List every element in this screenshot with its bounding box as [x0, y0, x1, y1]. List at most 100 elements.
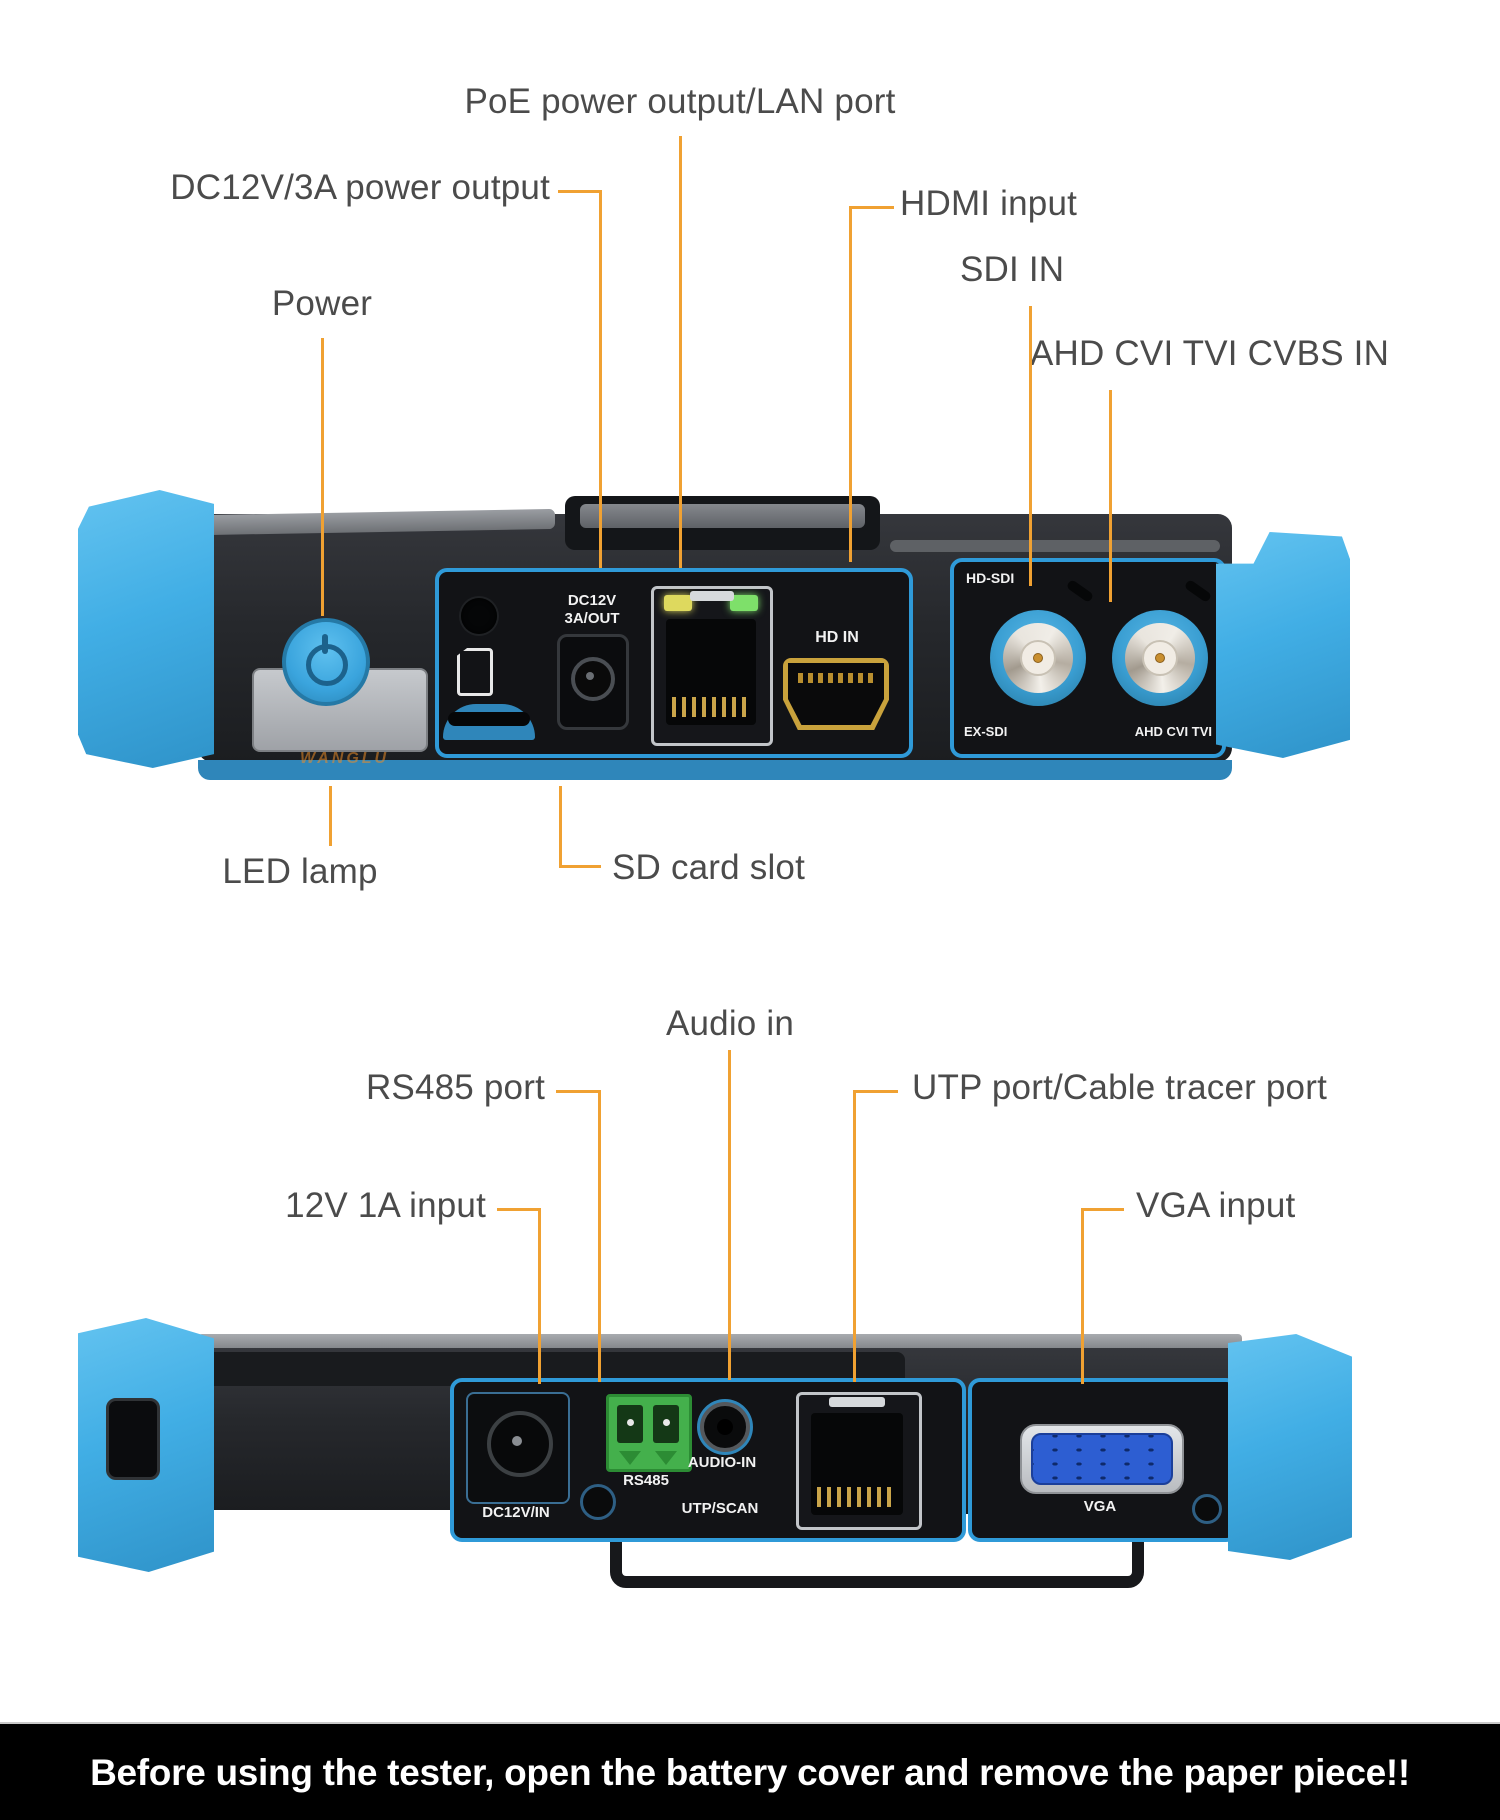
bottom-port-panel-right: VGA: [968, 1378, 1238, 1542]
bottom-device-left-bumper: [78, 1318, 214, 1572]
callout-vga: VGA input: [1136, 1186, 1296, 1225]
rs485-port-label: RS485: [623, 1472, 669, 1489]
leader-line-vga: [1081, 1208, 1084, 1384]
hdmi-pins: [798, 673, 874, 683]
leader-tick-rs485: [556, 1090, 600, 1093]
dc-in-jack-pin: [512, 1436, 522, 1446]
dc-out-label-line1: DC12V: [567, 592, 617, 609]
bottom-device-top-face: [198, 1334, 1242, 1350]
leader-line-rs485: [598, 1090, 601, 1382]
utp-latch-tab: [829, 1397, 885, 1407]
callout-power: Power: [271, 284, 373, 323]
audio-in-port-label: AUDIO-IN: [687, 1454, 757, 1471]
hdmi-in-label: HD IN: [815, 629, 859, 646]
ahd-cvi-tvi-label: AHD CVI TVI: [1134, 724, 1212, 739]
leader-tick-hdmi: [850, 206, 894, 209]
callout-poe: PoE power output/LAN port: [464, 82, 896, 121]
dc-out-jack-ring: [571, 657, 615, 701]
vga-port-label: VGA: [1083, 1498, 1117, 1515]
dc-in-port-label: DC12V/IN: [482, 1504, 550, 1521]
dc-out-jack-pin: [586, 672, 594, 680]
rs485-pin-1: [627, 1419, 634, 1426]
dc-out-label: DC12V 3A/OUT: [545, 592, 639, 628]
bottom-device-right-bumper: [1228, 1334, 1352, 1560]
top-port-panel-right: HD-SDI EX-SDI AHD CVI TVI: [950, 558, 1226, 758]
bumper-slot: [106, 1398, 160, 1480]
sd-card-slot: [443, 704, 535, 740]
callout-hdmi: HDMI input: [900, 184, 1078, 223]
leader-tick-12v-input: [497, 1208, 541, 1211]
hdmi-port-opening: [788, 663, 884, 725]
leader-line-sd-slot: [559, 786, 562, 868]
leader-line-dc-output: [599, 190, 602, 568]
top-device-right-bumper: [1216, 532, 1350, 758]
top-device-top-edge-right: [890, 540, 1220, 552]
rs485-hole-1: [617, 1405, 643, 1443]
screw-hole-left: [580, 1484, 616, 1520]
leader-tick-vga: [1082, 1208, 1124, 1211]
leader-tick-sd-slot: [559, 865, 601, 868]
reset-hole: [461, 598, 497, 634]
brand-print: WANGLU: [300, 750, 390, 767]
power-icon-bar: [322, 634, 328, 654]
rs485-hole-2: [653, 1405, 679, 1443]
dc-in-jack: [487, 1411, 553, 1477]
leader-line-sdi: [1029, 306, 1032, 586]
bnc-ahd-connector: [1112, 610, 1208, 706]
callout-audio: Audio in: [665, 1004, 795, 1043]
vga-port: [1020, 1424, 1184, 1494]
utp-scan-port-label: UTP/SCAN: [681, 1500, 759, 1517]
leader-line-led-lamp: [329, 786, 332, 846]
bottom-port-panel-left: DC12V/IN RS485 AUDIO-IN UTP/SCAN: [450, 1378, 966, 1542]
utp-pins: [817, 1487, 897, 1507]
ex-sdi-label: EX-SDI: [964, 724, 1008, 739]
sd-card-slit: [448, 712, 530, 726]
lan-led-yellow: [664, 595, 692, 611]
callout-sdi: SDI IN: [960, 250, 1065, 289]
leader-tick-dc-output: [558, 190, 602, 193]
power-button: [282, 618, 370, 706]
bnc-sdi-pin: [1033, 653, 1043, 663]
audio-in-jack: [700, 1402, 750, 1452]
top-port-panel-left: DC12V 3A/OUT HD IN: [435, 568, 913, 758]
lan-pins: [672, 697, 750, 717]
utp-jack-opening: [811, 1413, 903, 1515]
top-device-handle-face: [580, 504, 865, 528]
rs485-pin-2: [663, 1419, 670, 1426]
vent-slot-2: [1183, 578, 1213, 604]
hdmi-port: [783, 658, 889, 730]
bnc-sdi-connector: [990, 610, 1086, 706]
dc-out-label-line2: 3A/OUT: [564, 610, 620, 627]
warning-banner: Before using the tester, open the batter…: [0, 1722, 1500, 1820]
rs485-screw-1: [619, 1451, 641, 1465]
callout-dc-output: DC12V/3A power output: [170, 168, 550, 207]
leader-line-ahd: [1109, 390, 1112, 602]
audio-in-hole: [717, 1419, 733, 1435]
callout-ahd: AHD CVI TVI CVBS IN: [1030, 334, 1390, 373]
dc-in-frame: [466, 1392, 570, 1504]
vga-pin-field: [1031, 1433, 1173, 1485]
lan-led-green: [730, 595, 758, 611]
sd-card-icon: [457, 648, 493, 696]
callout-12v-input: 12V 1A input: [285, 1186, 486, 1225]
vent-slot-1: [1065, 578, 1095, 604]
bnc-sdi-insulator: [1020, 640, 1056, 676]
rs485-terminal: [606, 1394, 692, 1472]
top-device-bottom-edge: [198, 760, 1232, 780]
leader-line-hdmi: [849, 206, 852, 562]
leader-line-12v-input: [538, 1208, 541, 1384]
leader-tick-utp: [854, 1090, 898, 1093]
callout-sd-slot: SD card slot: [612, 848, 806, 887]
leader-line-utp: [853, 1090, 856, 1382]
callout-led-lamp: LED lamp: [222, 852, 378, 891]
lan-port: [651, 586, 773, 746]
warning-banner-text: Before using the tester, open the batter…: [90, 1752, 1410, 1793]
callout-rs485: RS485 port: [365, 1068, 545, 1107]
lan-latch-tab: [690, 591, 734, 601]
top-device-left-bumper: [78, 490, 214, 768]
utp-port: [796, 1392, 922, 1530]
callout-utp: UTP port/Cable tracer port: [912, 1068, 1327, 1107]
leader-line-power: [321, 338, 324, 616]
bnc-ahd-pin: [1155, 653, 1165, 663]
